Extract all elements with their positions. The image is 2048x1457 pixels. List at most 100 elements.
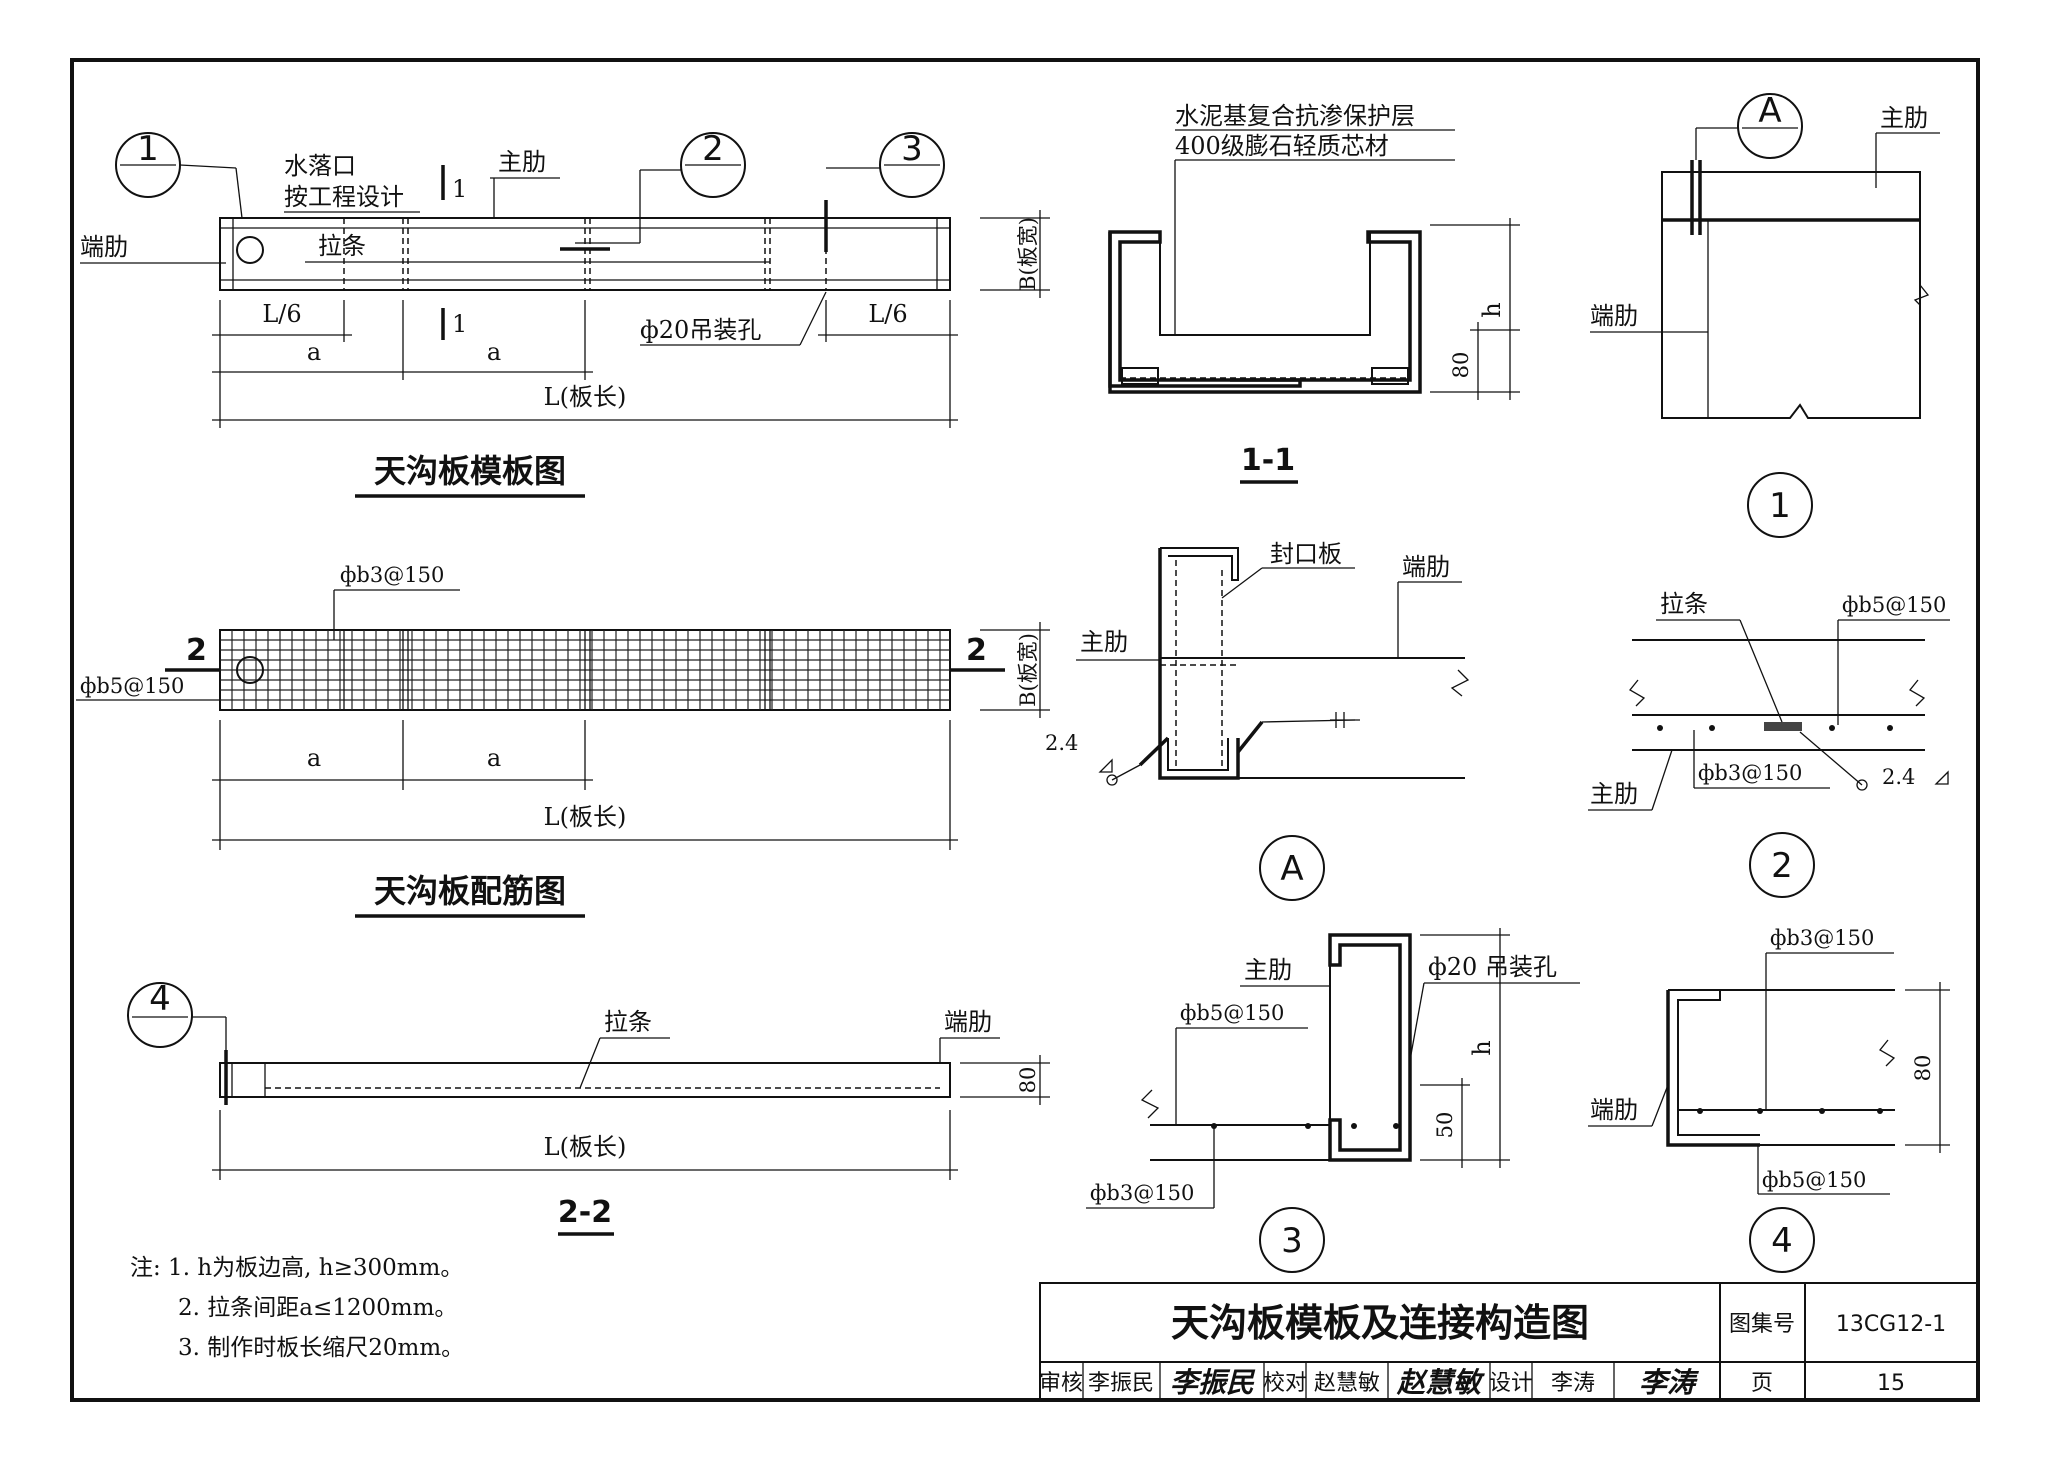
svg-text:фb5@150: фb5@150 <box>1842 593 1946 617</box>
svg-text:主肋: 主肋 <box>1244 956 1292 984</box>
svg-text:h: h <box>1478 302 1506 317</box>
detail-1: A 主肋 端肋 <box>1590 91 1940 419</box>
plan-main-rib-label: 主肋 <box>498 148 546 176</box>
detail-4-title: 4 <box>1771 1221 1793 1261</box>
svg-text:L(板长): L(板长) <box>544 383 627 411</box>
atlas-number: 13CG12-1 <box>1836 1312 1946 1337</box>
svg-text:80: 80 <box>1911 1055 1935 1082</box>
svg-text:页: 页 <box>1751 1371 1773 1396</box>
svg-text:фb3@150: фb3@150 <box>1090 1181 1194 1205</box>
outlet-design-label: 按工程设计 <box>284 183 404 211</box>
detail-A: 封口板 端肋 主肋 2.4 <box>1045 540 1470 786</box>
callout-bubble-1: 1 <box>115 129 243 219</box>
svg-text:拉条: 拉条 <box>604 1008 652 1036</box>
section-mark-1-top: 1 <box>452 175 467 203</box>
design-signature: 李涛 <box>1639 1366 1699 1399</box>
detail-A-title: A <box>1280 849 1303 889</box>
svg-text:фb3@150: фb3@150 <box>1698 761 1802 785</box>
outlet-circle <box>236 236 264 264</box>
svg-text:a: a <box>307 338 321 366</box>
svg-text:ф20 吊装孔: ф20 吊装孔 <box>1428 953 1557 981</box>
svg-text:2: 2 <box>186 633 207 668</box>
detail-3: h 50 主肋 ф20 吊装孔 фb5@150 фb3@150 <box>1086 928 1580 1209</box>
svg-text:80: 80 <box>1016 1067 1040 1094</box>
svg-text:赵慧敏: 赵慧敏 <box>1314 1371 1380 1396</box>
svg-text:фb5@150: фb5@150 <box>1180 1001 1284 1025</box>
svg-text:L/6: L/6 <box>868 300 907 328</box>
svg-text:主肋: 主肋 <box>1880 104 1928 132</box>
svg-text:注: 1. h为板边高, h≥300mm。: 注: 1. h为板边高, h≥300mm。 <box>130 1255 463 1281</box>
plan-tie-label: 拉条 <box>318 232 366 260</box>
layer-core-label: 400级膨石轻质芯材 <box>1175 132 1389 160</box>
svg-text:端肋: 端肋 <box>1590 302 1638 330</box>
plan-lifting-hole-label: ф20吊装孔 <box>640 316 761 344</box>
svg-text:фb5@150: фb5@150 <box>1762 1168 1866 1192</box>
rebar-plan-title: 天沟板配筋图 <box>374 872 566 910</box>
svg-text:主肋: 主肋 <box>1590 780 1638 808</box>
detail-4: 80 фb3@150 фb5@150 端肋 <box>1588 926 1950 1195</box>
svg-text:李涛: 李涛 <box>1551 1371 1595 1396</box>
svg-text:a: a <box>487 338 501 366</box>
svg-text:主肋: 主肋 <box>1080 628 1128 656</box>
svg-text:3: 3 <box>901 129 923 169</box>
svg-text:3. 制作时板长缩尺20mm。: 3. 制作时板长缩尺20mm。 <box>178 1335 464 1361</box>
atlas-label: 图集号 <box>1729 1312 1795 1337</box>
section-2-2-title: 2-2 <box>558 1195 612 1230</box>
callout-bubble-3: 3 <box>826 129 945 198</box>
rebar-left-label: фb5@150 <box>80 674 184 698</box>
rebar-plan: 2 2 фb3@150 фb5@150 B(板宽) a a L(板长) <box>76 563 1050 850</box>
svg-text:端肋: 端肋 <box>1402 553 1450 581</box>
svg-text:2. 拉条间距a≤1200mm。: 2. 拉条间距a≤1200mm。 <box>178 1295 457 1321</box>
drawing-title: 天沟板模板及连接构造图 <box>1171 1301 1589 1345</box>
svg-text:L(板长): L(板长) <box>544 803 627 831</box>
plan-dims: L/6 L/6 a a L(板长) ф20吊装孔 <box>212 291 958 428</box>
svg-text:2.4: 2.4 <box>1882 765 1915 789</box>
svg-text:审核: 审核 <box>1039 1371 1083 1396</box>
svg-text:端肋: 端肋 <box>1590 1096 1638 1124</box>
svg-text:设计: 设计 <box>1489 1371 1533 1396</box>
svg-text:2: 2 <box>966 633 987 668</box>
svg-text:李振民: 李振民 <box>1088 1371 1154 1396</box>
formwork-plan-title: 天沟板模板图 <box>374 452 566 490</box>
sheet-frame <box>70 58 1980 1402</box>
svg-text:封口板: 封口板 <box>1270 540 1342 568</box>
layer-protect-label: 水泥基复合抗渗保护层 <box>1175 102 1415 130</box>
detail-2-title: 2 <box>1771 846 1793 886</box>
svg-text:4: 4 <box>149 979 171 1019</box>
svg-text:2.4: 2.4 <box>1045 731 1078 755</box>
formwork-plan <box>219 165 951 340</box>
outlet-label: 水落口 <box>284 152 356 180</box>
svg-text:B(板宽): B(板宽) <box>1016 217 1040 291</box>
svg-text:фb3@150: фb3@150 <box>1770 926 1874 950</box>
svg-text:a: a <box>307 744 321 772</box>
section-1-1-title: 1-1 <box>1241 443 1295 478</box>
svg-text:a: a <box>487 744 501 772</box>
plan-width-dim: B(板宽) <box>980 210 1050 298</box>
svg-text:L/6: L/6 <box>262 300 301 328</box>
section-2-2: 4 拉条 端肋 80 L(板长) <box>127 979 1050 1180</box>
detail-3-title: 3 <box>1281 1221 1303 1261</box>
rebar-top-label: фb3@150 <box>340 563 444 587</box>
check-signature: 赵慧敏 <box>1396 1366 1485 1399</box>
svg-text:拉条: 拉条 <box>1660 590 1708 618</box>
page-number: 15 <box>1877 1371 1905 1396</box>
svg-text:校对: 校对 <box>1263 1371 1307 1396</box>
svg-text:A: A <box>1758 91 1781 131</box>
svg-text:端肋: 端肋 <box>944 1008 992 1036</box>
detail-1-title: 1 <box>1769 486 1791 526</box>
plan-end-rib-label: 端肋 <box>80 233 128 261</box>
svg-text:B(板宽): B(板宽) <box>1016 633 1040 707</box>
title-block: 天沟板模板及连接构造图 图集号 13CG12-1 审核 李振民 李振民 校对 赵… <box>1039 1282 1979 1401</box>
svg-text:50: 50 <box>1433 1112 1457 1139</box>
section-mark-1-bottom: 1 <box>452 310 467 338</box>
svg-text:2: 2 <box>702 129 724 169</box>
callout-bubble-2: 2 <box>575 129 746 244</box>
review-signature: 李振民 <box>1170 1366 1256 1399</box>
svg-text:L(板长): L(板长) <box>544 1133 627 1161</box>
svg-text:80: 80 <box>1449 352 1473 379</box>
svg-text:1: 1 <box>137 129 159 169</box>
notes: 注: 1. h为板边高, h≥300mm。 2. 拉条间距a≤1200mm。 3… <box>130 1255 464 1361</box>
detail-2: 拉条 фb5@150 фb3@150 主肋 2.4 <box>1588 590 1950 811</box>
section-1-1: h 80 <box>1108 129 1520 400</box>
